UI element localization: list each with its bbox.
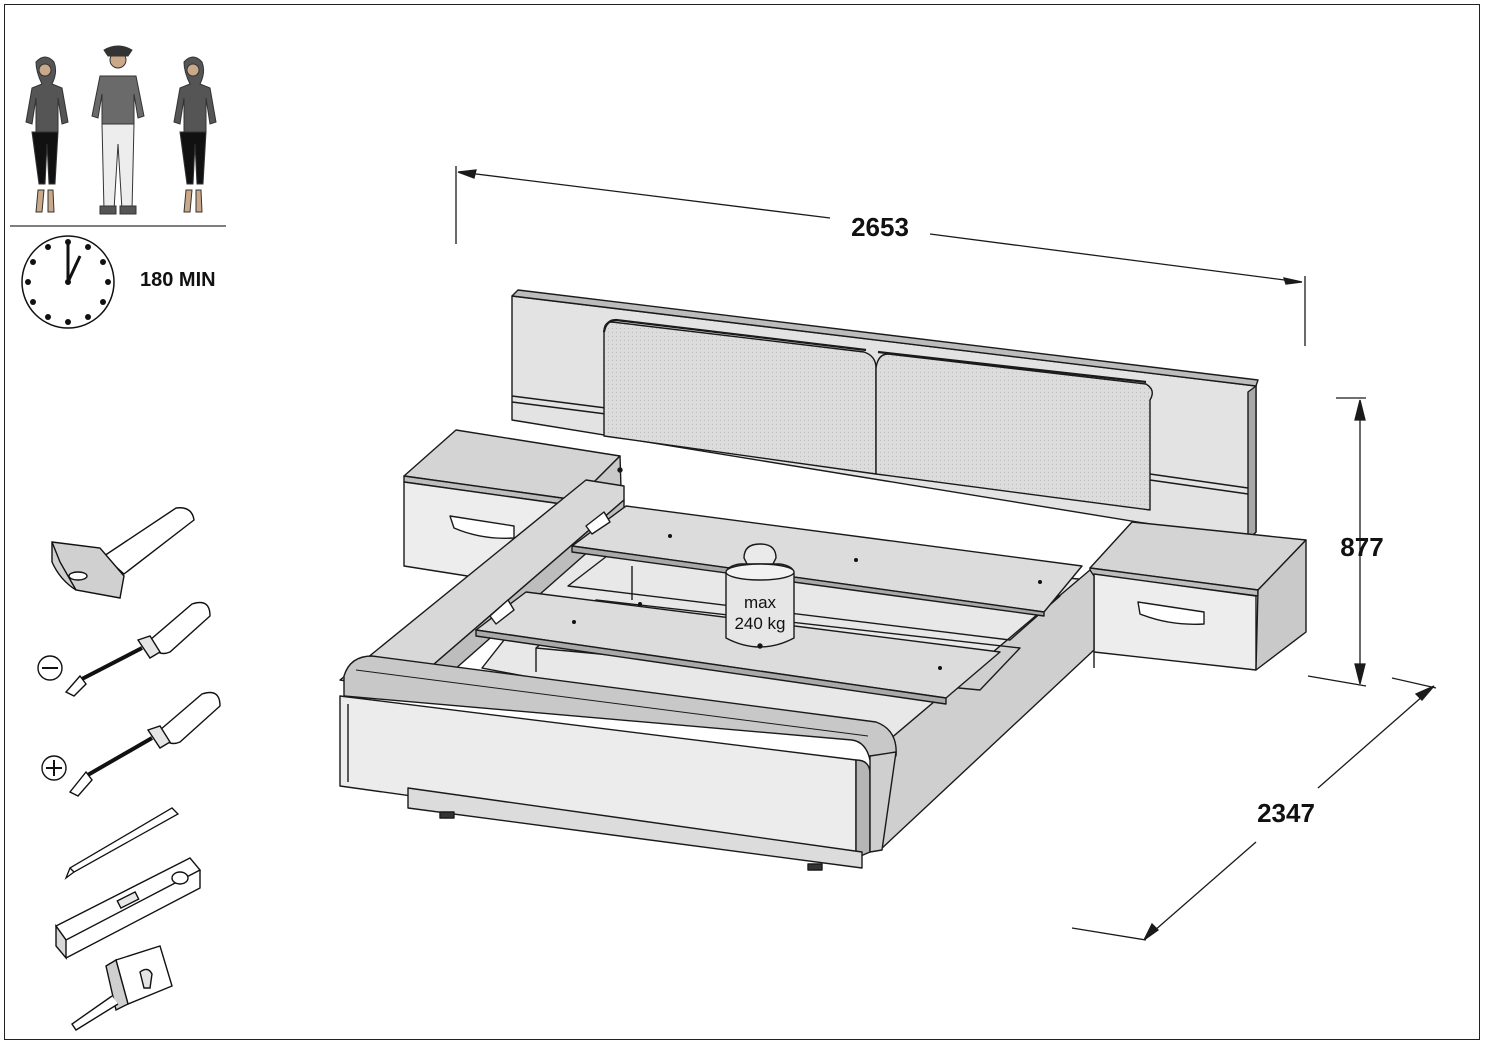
load-limit-line2: 240 kg — [734, 614, 785, 633]
dimension-width — [455, 166, 1306, 346]
drawer-handle-right — [1137, 601, 1205, 625]
pencil-icon — [64, 807, 180, 880]
assembly-time: 180 MIN — [140, 269, 216, 291]
headboard-cushion-right — [875, 353, 1153, 511]
load-limit-line1: max — [744, 593, 777, 612]
woman-figure-icon — [25, 56, 69, 213]
people-group — [25, 45, 217, 215]
dimension-depth-label: 2347 — [1257, 798, 1315, 828]
bed-drawing — [339, 289, 1307, 871]
tape-measure-icon — [71, 945, 173, 1031]
spirit-level-icon — [54, 857, 202, 960]
man-figure-icon — [91, 45, 145, 215]
nightstand-right — [1089, 521, 1307, 671]
flat-screwdriver-icon — [37, 601, 211, 697]
nightstand-left — [403, 429, 623, 579]
dimension-height — [1307, 397, 1367, 687]
dimension-width-label: 2653 — [851, 212, 909, 242]
page-frame — [4, 4, 1480, 1040]
bed-plinth — [407, 787, 863, 869]
woman-figure-icon — [173, 56, 217, 213]
dimension-height-label: 877 — [1340, 532, 1383, 562]
weight-icon — [725, 543, 795, 649]
phillips-screwdriver-icon — [41, 691, 221, 797]
hammer-icon — [51, 507, 195, 599]
footboard-top — [343, 655, 897, 761]
dimension-depth — [1071, 677, 1437, 941]
clock-icon — [21, 235, 115, 329]
